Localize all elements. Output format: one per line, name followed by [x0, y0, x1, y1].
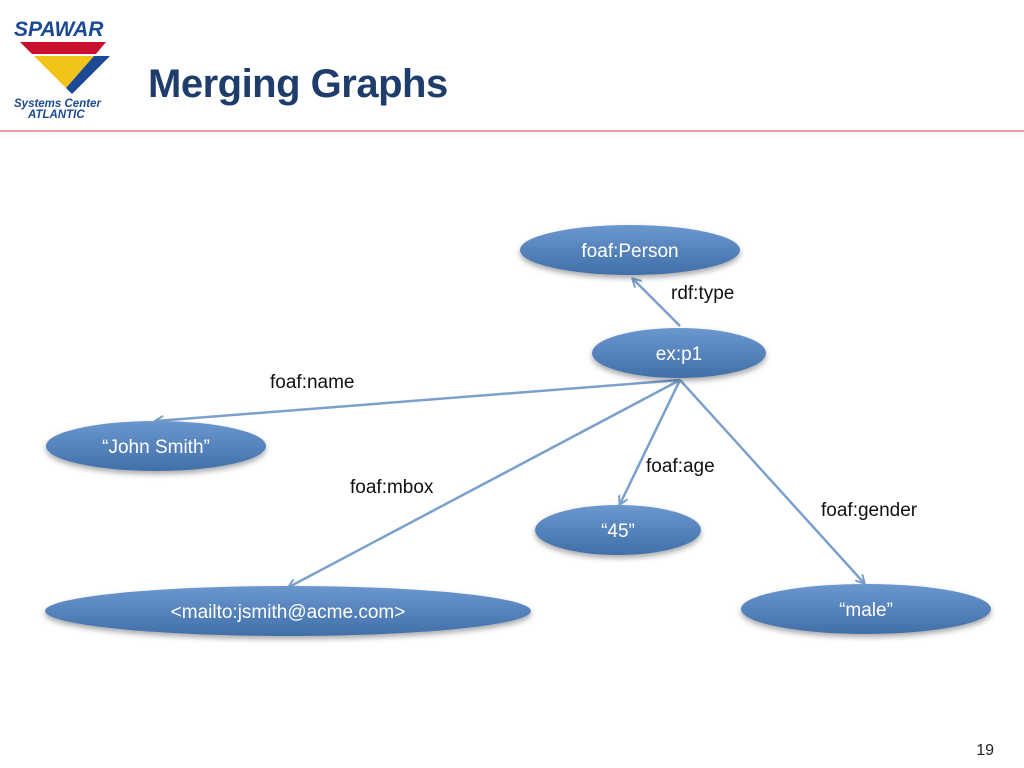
nodes: foaf:Person ex:p1 “John Smith” “45” <mai… [45, 225, 991, 636]
node-label-mailto: <mailto:jsmith@acme.com> [171, 602, 406, 623]
edge-label-foaf-age: foaf:age [646, 456, 715, 477]
edge-label-foaf-gender: foaf:gender [821, 500, 918, 521]
node-male: “male” [741, 584, 991, 634]
node-mailto: <mailto:jsmith@acme.com> [45, 586, 531, 636]
edge-rdf-type [633, 279, 681, 327]
edge-label-rdf-type: rdf:type [671, 283, 734, 304]
node-ex-p1: ex:p1 [592, 328, 766, 378]
edge-label-foaf-mbox: foaf:mbox [350, 477, 434, 498]
logo-wordmark: SPAWAR [14, 18, 104, 41]
logo-chevron-red [20, 42, 106, 54]
edge-foaf-mbox [289, 378, 681, 587]
edge-foaf-name [156, 378, 681, 421]
spawar-logo: SPAWAR Systems Center ATLANTIC [14, 18, 110, 118]
node-john-smith: “John Smith” [46, 421, 266, 471]
edge-foaf-gender [679, 379, 864, 583]
edge-label-foaf-name: foaf:name [270, 372, 355, 393]
node-label-john-smith: “John Smith” [102, 437, 210, 458]
logo-chevron-yellow [34, 56, 94, 88]
slide-title: Merging Graphs [148, 62, 448, 106]
edges [156, 279, 864, 587]
node-label-age-45: “45” [601, 521, 635, 542]
logo-line2: ATLANTIC [27, 109, 85, 118]
node-label-male: “male” [839, 600, 893, 621]
title-divider [0, 130, 1024, 132]
node-age-45: “45” [535, 505, 701, 555]
node-foaf-person: foaf:Person [520, 225, 740, 275]
logo-chevron-blue [66, 56, 110, 94]
edge-labels: rdf:type foaf:name foaf:mbox foaf:age fo… [270, 283, 918, 521]
node-label-foaf-person: foaf:Person [581, 241, 678, 262]
node-label-ex-p1: ex:p1 [656, 344, 702, 365]
edge-foaf-age [620, 379, 682, 504]
logo-line1: Systems Center [14, 98, 101, 110]
page-number: 19 [976, 742, 994, 759]
